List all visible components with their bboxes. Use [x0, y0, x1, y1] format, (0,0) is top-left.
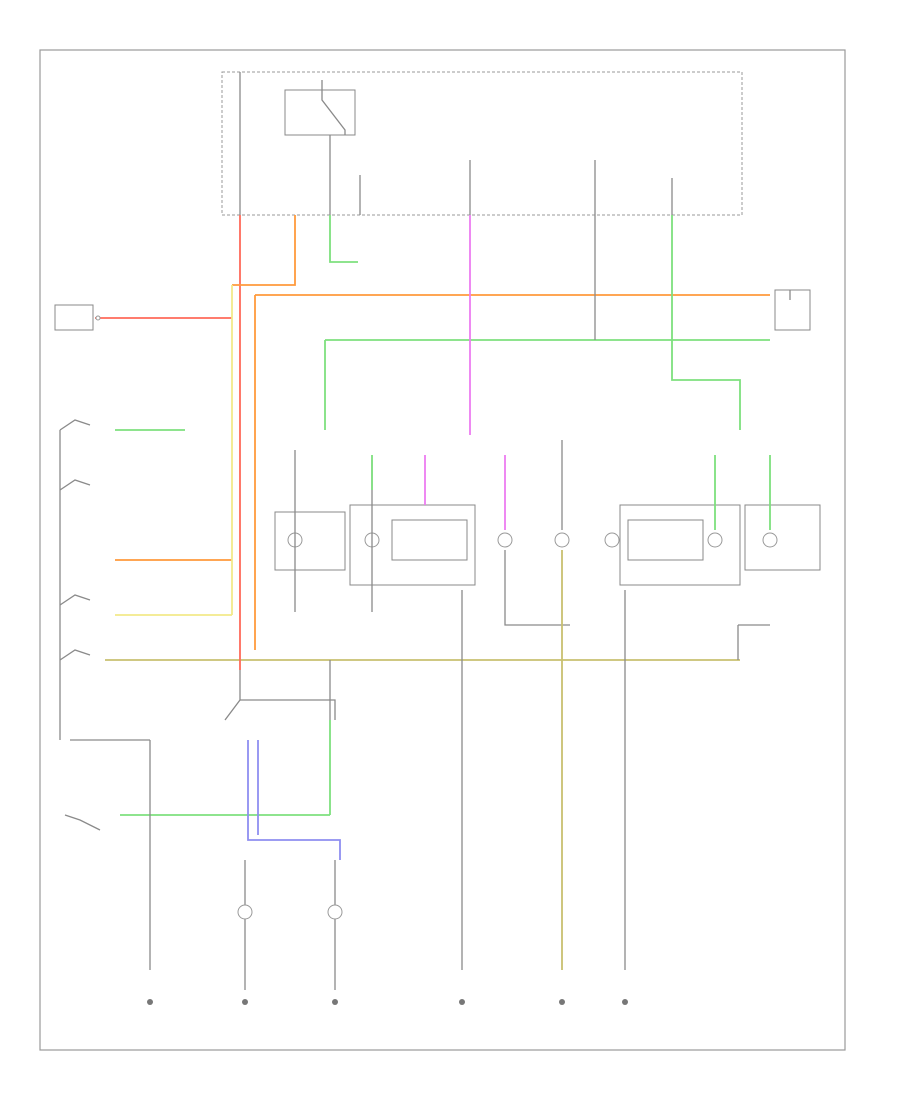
ground-points — [147, 999, 628, 1005]
lamp-row — [274, 440, 821, 970]
left-components — [54, 304, 101, 831]
right-top-component — [774, 289, 811, 331]
feeder-wires — [59, 215, 741, 970]
diagram-frame — [39, 49, 846, 1051]
lower-section — [210, 660, 343, 990]
bus-lines — [95, 294, 770, 816]
top-module — [221, 71, 743, 216]
